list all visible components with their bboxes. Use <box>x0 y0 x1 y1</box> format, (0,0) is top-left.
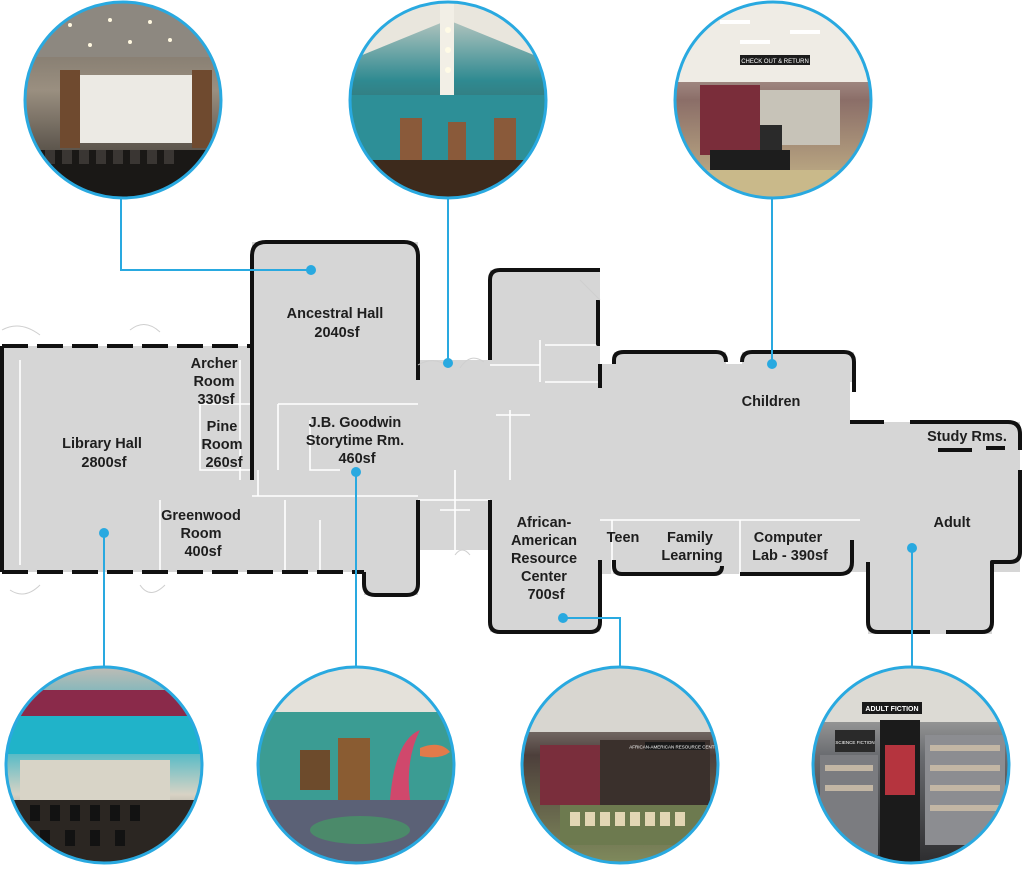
label-family-learning: Family Learning <box>661 530 722 564</box>
label-teen: Teen <box>607 530 640 546</box>
east-wing-floor <box>364 400 418 595</box>
hallway-photo <box>348 0 548 200</box>
checkout-sign-text: CHECK OUT & RETURN <box>741 59 809 65</box>
label-greenwood-room: Greenwood Room 400sf <box>161 508 245 560</box>
library-hall-floor <box>2 346 252 572</box>
science-fiction-sign-text: SCIENCE FICTION <box>835 740 874 745</box>
interior-partitions <box>19 340 860 574</box>
adult-floor-bay <box>868 560 992 634</box>
auditorium-stage-photo <box>23 0 223 200</box>
label-library-hall: Library Hall 2800sf <box>62 436 146 471</box>
checkout-desk-photo: CHECK OUT & RETURN <box>673 0 873 200</box>
storytime-mural-photo <box>256 665 456 865</box>
connector-floor <box>418 360 490 550</box>
resource-wing-floor <box>490 270 600 632</box>
marker-connector <box>443 358 453 368</box>
label-computer-lab: Computer Lab - 390sf <box>752 530 828 564</box>
door-swings <box>1 279 601 595</box>
leader-lines <box>99 196 917 669</box>
label-children: Children <box>742 394 801 410</box>
marker-resource-center <box>558 613 568 623</box>
adult-fiction-sign-text: ADULT FICTION <box>865 706 918 713</box>
exterior-walls <box>0 240 1022 634</box>
label-study-rooms: Study Rms. <box>927 429 1007 445</box>
marker-children <box>767 359 777 369</box>
library-hall-photo <box>4 665 204 865</box>
label-pine-room: Pine Room 260sf <box>201 419 246 471</box>
leader-resource-center <box>563 617 621 669</box>
marker-ancestral-hall <box>306 265 316 275</box>
adult-fiction-photo: ADULT FICTION SCIENCE FICTION <box>811 665 1011 865</box>
marker-storytime <box>351 467 361 477</box>
leader-auditorium <box>120 196 311 271</box>
floor-plan <box>0 240 1022 634</box>
label-resource-center: African- American Resource Center 700sf <box>511 515 581 603</box>
main-floor <box>600 364 850 574</box>
children-floor-b <box>742 352 854 382</box>
label-ancestral-hall: Ancestral Hall 2040sf <box>287 306 388 341</box>
room-labels: Ancestral Hall 2040sf Archer Room 330sf … <box>62 306 1007 603</box>
marker-adult <box>907 543 917 553</box>
label-storytime: J.B. Goodwin Storytime Rm. 460sf <box>306 415 408 467</box>
label-archer-room: Archer Room 330sf <box>191 356 242 408</box>
label-adult: Adult <box>933 515 970 531</box>
children-floor-a <box>614 352 726 382</box>
resource-center-photo: AFRICAN-AMERICAN RESOURCE CENTER <box>520 665 721 865</box>
marker-library-hall <box>99 528 109 538</box>
resource-center-sign-text: AFRICAN-AMERICAN RESOURCE CENTER <box>629 745 721 750</box>
